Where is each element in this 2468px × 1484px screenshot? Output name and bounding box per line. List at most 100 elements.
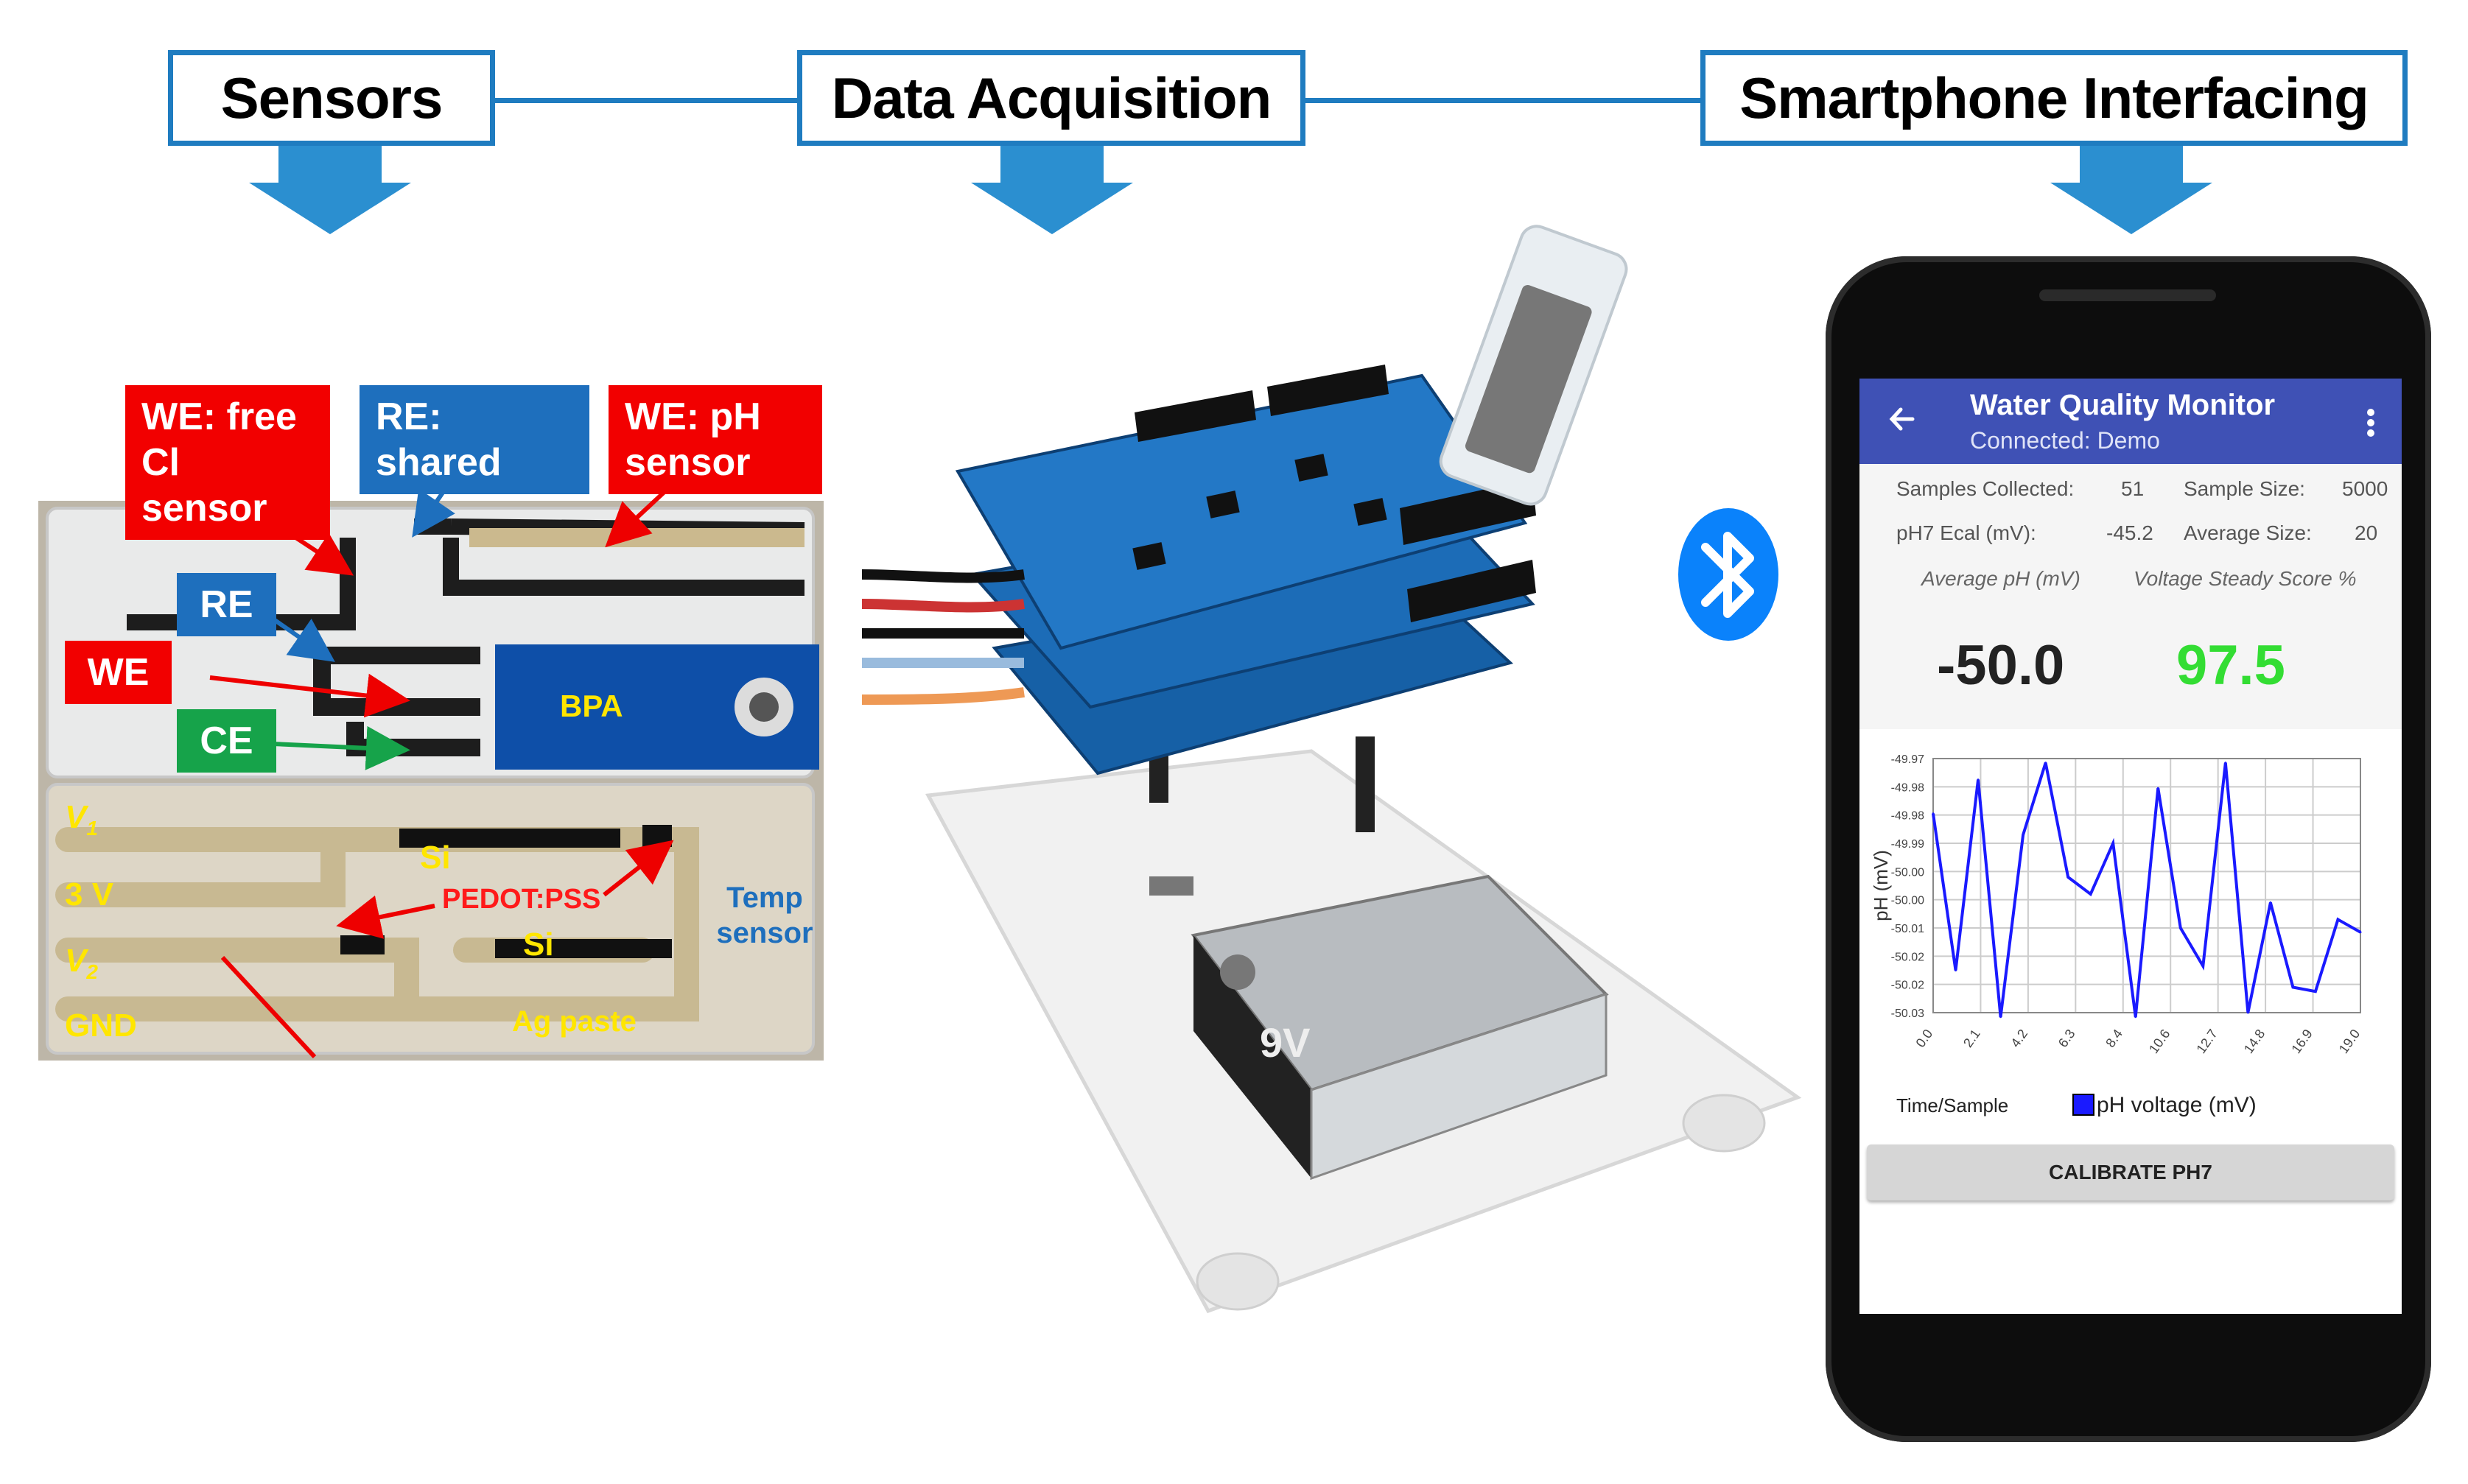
x-tick-label: 16.9 xyxy=(2288,1027,2315,1056)
connector-line xyxy=(1305,98,1700,103)
ce-text: CE xyxy=(200,720,253,762)
avg-size-label: Average Size: xyxy=(2184,521,2312,544)
app-subtitle: Connected: Demo xyxy=(1970,427,2160,454)
data-point xyxy=(2134,1016,2137,1019)
daq-step-box: Data Acquisition xyxy=(797,50,1305,146)
ph-chart: -49.97-49.98-49.98-49.99-50.00-50.00-50.… xyxy=(1859,729,2402,1142)
v1-label: V1 xyxy=(65,799,98,840)
y-tick-label: -49.98 xyxy=(1891,810,1924,823)
daq-step-label: Data Acquisition xyxy=(831,65,1272,130)
down-arrow-icon xyxy=(2050,146,2212,234)
data-point xyxy=(2201,965,2204,968)
phone-step-box: Smartphone Interfacing xyxy=(1700,50,2408,146)
we-label: WE xyxy=(65,641,172,704)
data-point xyxy=(2314,990,2317,993)
x-tick-label: 12.7 xyxy=(2193,1027,2220,1056)
data-point xyxy=(2066,876,2069,879)
phone-step-label: Smartphone Interfacing xyxy=(1739,65,2369,130)
y-tick-label: -49.97 xyxy=(1891,753,1924,766)
data-point xyxy=(2089,893,2092,896)
v2-text: V xyxy=(65,943,87,979)
x-tick-label: 2.1 xyxy=(1960,1027,1983,1050)
ce-label: CE xyxy=(177,709,276,773)
series-line xyxy=(1932,762,2361,1018)
v1-sub: 1 xyxy=(86,816,98,840)
samples-label: Samples Collected: xyxy=(1896,477,2075,500)
battery: 9V xyxy=(1191,874,1609,1181)
y-tick-label: -50.02 xyxy=(1891,951,1924,963)
ecal-value: -45.2 xyxy=(2106,521,2153,544)
connector-line xyxy=(495,98,797,103)
data-point xyxy=(1977,778,1980,781)
x-tick-label: 0.0 xyxy=(1913,1027,1936,1050)
temp-sensor-label: Temp sensor xyxy=(716,882,813,949)
smartphone: Water Quality Monitor Connected: Demo Sa… xyxy=(1826,256,2431,1442)
v2-label: V2 xyxy=(65,943,98,984)
data-point xyxy=(2359,931,2362,934)
data-point xyxy=(2291,986,2294,988)
we-ph-label: WE: pH sensor xyxy=(609,385,822,494)
we-cl-label: WE: free Cl sensor xyxy=(125,385,330,540)
y-tick-label: -49.98 xyxy=(1891,781,1924,794)
x-tick-label: 10.6 xyxy=(2146,1027,2173,1056)
v2-sub: 2 xyxy=(86,960,98,983)
daq-device-photo: 9V xyxy=(861,225,1802,1314)
battery-label: 9V xyxy=(1260,1019,1311,1066)
data-point xyxy=(2156,787,2159,790)
y-tick-label: -50.00 xyxy=(1891,866,1924,879)
y-tick-label: -50.00 xyxy=(1891,895,1924,907)
calibrate-ph7-button[interactable]: CALIBRATE PH7 xyxy=(1867,1144,2394,1200)
avg-size-value: 20 xyxy=(2355,521,2378,544)
ecal-label: pH7 Ecal (mV): xyxy=(1896,521,2036,544)
data-point xyxy=(2111,842,2114,845)
data-point xyxy=(2179,926,2182,929)
x-tick-label: 6.3 xyxy=(2055,1027,2078,1050)
calibrate-button-label: CALIBRATE PH7 xyxy=(2049,1161,2212,1184)
sensor-board-drawing xyxy=(46,507,819,1059)
we-ph-text: WE: pH sensor xyxy=(625,395,761,484)
sensor-photo xyxy=(38,501,824,1061)
we-cl-text: WE: free Cl sensor xyxy=(141,395,297,530)
down-arrow-icon xyxy=(971,146,1133,234)
samples-value: 51 xyxy=(2121,477,2145,500)
speaker-grille xyxy=(2039,289,2216,301)
si-bottom-label: Si xyxy=(523,926,554,963)
y-tick-label: -50.03 xyxy=(1891,1007,1924,1020)
avg-ph-label: Average pH (mV) xyxy=(1921,567,2080,590)
si-top-label: Si xyxy=(420,840,451,876)
y-tick-label: -50.01 xyxy=(1891,923,1924,935)
we-text: WE xyxy=(87,651,150,694)
data-point xyxy=(1955,969,1957,971)
sensors-step-label: Sensors xyxy=(220,65,444,130)
x-tick-label: 14.8 xyxy=(2241,1027,2268,1056)
bluetooth-icon xyxy=(1678,508,1778,641)
pointer-arrow xyxy=(220,955,317,1059)
legend-label: pH voltage (mV) xyxy=(2097,1093,2257,1117)
sample-size-label: Sample Size: xyxy=(2184,477,2305,500)
steady-score-label: Voltage Steady Score % xyxy=(2134,567,2357,590)
data-point xyxy=(2246,1011,2249,1014)
data-point xyxy=(2224,762,2227,764)
legend-swatch xyxy=(2072,1094,2094,1116)
back-arrow-icon[interactable] xyxy=(1883,401,1920,437)
gnd-label: GND xyxy=(65,1007,137,1044)
data-point xyxy=(1932,812,1935,815)
plot-frame xyxy=(1932,758,2361,1013)
app-title: Water Quality Monitor xyxy=(1970,389,2276,421)
data-point xyxy=(2336,918,2339,921)
data-point xyxy=(2269,901,2272,904)
phone-screen: Water Quality Monitor Connected: Demo Sa… xyxy=(1859,379,2402,1314)
overflow-menu-icon[interactable] xyxy=(2365,407,2377,443)
ag-paste-label: Ag paste xyxy=(512,1005,637,1038)
stats-panel: Samples Collected: 51 Sample Size: 5000 … xyxy=(1859,464,2402,729)
data-point xyxy=(1999,1016,2002,1019)
bpa-label: BPA xyxy=(560,689,623,723)
x-tick-label: 19.0 xyxy=(2336,1027,2363,1056)
y-tick-label: -50.02 xyxy=(1891,980,1924,992)
x-tick-label: 8.4 xyxy=(2103,1027,2125,1050)
data-point xyxy=(2044,762,2047,764)
re-shared-label: RE: shared xyxy=(360,385,589,494)
re-label: RE xyxy=(177,573,276,636)
data-point xyxy=(2022,834,2024,836)
usb-dongle xyxy=(1439,225,1628,506)
